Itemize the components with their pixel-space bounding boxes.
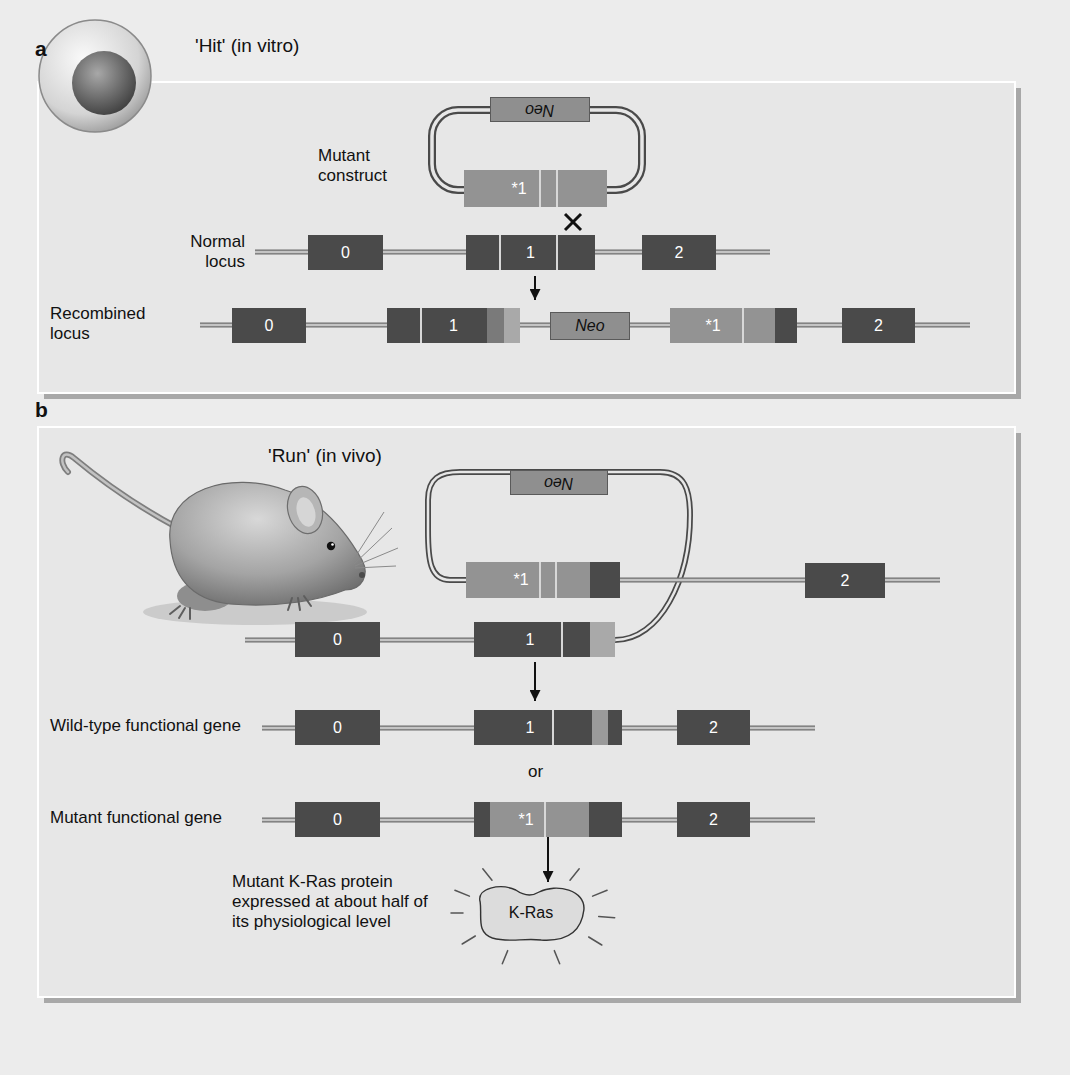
protein-blob: K-Ras: [470, 882, 592, 944]
gene-label: Neo: [544, 474, 573, 492]
caption-label: Mutant K-Ras protein expressed at about …: [232, 872, 440, 932]
mouse-tail: [62, 455, 178, 528]
glow-rays: [451, 869, 615, 964]
caption-label: 'Hit' (in vitro): [195, 36, 299, 56]
panel-letter: b: [35, 398, 48, 422]
exon-box: 0: [295, 802, 380, 837]
exon-number: 0: [265, 317, 274, 335]
exon-number: 0: [333, 719, 342, 737]
mouse-nose: [359, 572, 365, 578]
exon-box: 0: [232, 308, 306, 343]
dna-strand: [620, 579, 940, 582]
glow-ray: [599, 917, 615, 918]
exon-box: 1: [466, 235, 595, 270]
exon-box: 2: [677, 710, 750, 745]
glow-ray: [589, 937, 602, 945]
mouse-whisker: [352, 512, 398, 568]
exon-number: 2: [709, 719, 718, 737]
exon-box: 2: [805, 563, 885, 598]
exon-box: 1: [474, 622, 615, 657]
dna-strand: [620, 578, 940, 583]
exon-box: 0: [295, 622, 380, 657]
gene-label: Neo: [525, 101, 554, 119]
neo-box: Neo: [510, 470, 608, 495]
glow-ray: [455, 890, 470, 896]
exon-number: 2: [709, 811, 718, 829]
protein-label: K-Ras: [509, 904, 553, 922]
exon-number: *1: [511, 180, 526, 198]
exon-box: *1: [466, 562, 620, 598]
exon-box: 2: [842, 308, 915, 343]
exon-number: 0: [333, 631, 342, 649]
step-arrow: [534, 662, 536, 701]
glow-ray: [483, 869, 492, 880]
exon-number: 1: [526, 244, 535, 262]
exon-box: 2: [642, 235, 716, 270]
gene-label: Neo: [575, 317, 604, 335]
neo-box: Neo: [550, 312, 630, 340]
exon-number: 2: [874, 317, 883, 335]
neo-box: Neo: [490, 97, 590, 122]
exon-number: 0: [333, 811, 342, 829]
plasmid-loop: [428, 472, 690, 640]
caption-label: Recombined locus: [50, 304, 175, 344]
exon-box: *1: [474, 802, 622, 837]
exon-number: 0: [341, 244, 350, 262]
exon-box: 0: [308, 235, 383, 270]
exon-number: 2: [841, 572, 850, 590]
glow-ray: [554, 951, 559, 964]
panel-letter: a: [35, 37, 47, 61]
crossover-mark: [565, 214, 581, 230]
mouse-eye: [327, 542, 335, 550]
caption-label: Mutant functional gene: [50, 808, 222, 828]
cell-nucleus: [72, 51, 136, 115]
mouse-foot: [170, 606, 190, 619]
caption-label: Mutant construct: [318, 146, 418, 186]
glow-ray: [451, 912, 463, 914]
exon-number: *1: [705, 317, 720, 335]
step-arrow: [534, 276, 536, 300]
mouse-eye: [331, 543, 334, 546]
exon-number: 1: [526, 631, 535, 649]
exon-number: 2: [675, 244, 684, 262]
glow-ray: [502, 951, 507, 964]
mouse-tail: [62, 455, 178, 528]
exon-box: 0: [295, 710, 380, 745]
connector-arrow: [547, 837, 549, 882]
mouse-ear: [282, 482, 327, 537]
exon-number: *1: [518, 811, 533, 829]
panel: aNeo*101201Neo*12: [38, 82, 1015, 393]
exon-box: *1: [464, 170, 607, 207]
glow-ray: [570, 869, 579, 880]
mouse-body: [170, 482, 365, 605]
exon-number: *1: [513, 571, 528, 589]
mouse-ear: [293, 495, 318, 529]
panel-frame: [38, 427, 1015, 997]
caption-label: Wild-type functional gene: [50, 716, 241, 736]
exon-box: 1: [387, 308, 520, 343]
exon-number: 1: [449, 317, 458, 335]
panel: bNeo*12010120*12K-Ras: [38, 427, 1015, 997]
exon-box: *1: [670, 308, 797, 343]
mouse-foot: [288, 596, 311, 610]
plasmid-loop: [428, 472, 690, 640]
glow-ray: [462, 936, 475, 944]
caption-label: or: [528, 762, 543, 782]
glow-ray: [593, 890, 608, 896]
crossover-mark: [565, 214, 581, 230]
exon-box: 2: [677, 802, 750, 837]
cell-body: [39, 20, 151, 132]
blob-shape: [480, 887, 584, 940]
panel-frame: [38, 82, 1015, 393]
caption-label: Normal locus: [150, 232, 245, 272]
exon-number: 1: [526, 719, 535, 737]
caption-label: 'Run' (in vivo): [268, 446, 382, 466]
exon-box: 1: [474, 710, 622, 745]
